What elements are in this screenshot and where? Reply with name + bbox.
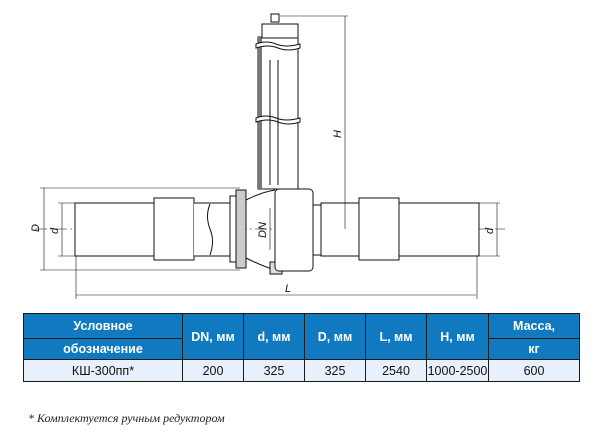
specs-table: Условное DN, мм d, мм D, мм L, мм H, мм … bbox=[23, 313, 580, 382]
cell-dn: 200 bbox=[182, 359, 244, 382]
header-designation-2: обозначение bbox=[23, 338, 183, 360]
table-row: КШ-300пп* 200 325 325 2540 1000-2500 600 bbox=[23, 359, 580, 382]
cell-designation: КШ-300пп* bbox=[23, 359, 183, 382]
dim-label-D: D bbox=[30, 224, 42, 232]
ball-valve-drawing: D d d DN H L bbox=[30, 13, 505, 299]
dim-label-d-left: d bbox=[49, 227, 61, 234]
cell-d: 325 bbox=[243, 359, 305, 382]
footnote: * Комплектуется ручным редуктором bbox=[28, 411, 225, 425]
header-dn: DN, мм bbox=[182, 313, 244, 360]
flange bbox=[229, 189, 283, 275]
cell-mass: 600 bbox=[488, 359, 580, 382]
header-H: H, мм bbox=[426, 313, 489, 360]
header-L: L, мм bbox=[365, 313, 427, 360]
dim-label-DN: DN bbox=[257, 222, 269, 238]
extension-stem bbox=[255, 13, 301, 190]
left-pipe bbox=[74, 197, 233, 261]
cell-L: 2540 bbox=[365, 359, 427, 382]
header-mass-1: Масса, bbox=[488, 313, 580, 339]
dim-label-d-right: d bbox=[484, 227, 496, 234]
right-pipe bbox=[320, 197, 480, 261]
header-mass-2: кг bbox=[488, 338, 580, 360]
cell-D: 325 bbox=[304, 359, 366, 382]
cell-H: 1000-2500 bbox=[426, 359, 489, 382]
dim-label-L: L bbox=[285, 283, 291, 295]
dim-label-H: H bbox=[332, 130, 344, 138]
header-D: D, мм bbox=[304, 313, 366, 360]
dimensions bbox=[40, 15, 500, 299]
header-d: d, мм bbox=[243, 313, 305, 360]
header-designation-1: Условное bbox=[23, 313, 183, 339]
valve-body bbox=[274, 188, 322, 272]
